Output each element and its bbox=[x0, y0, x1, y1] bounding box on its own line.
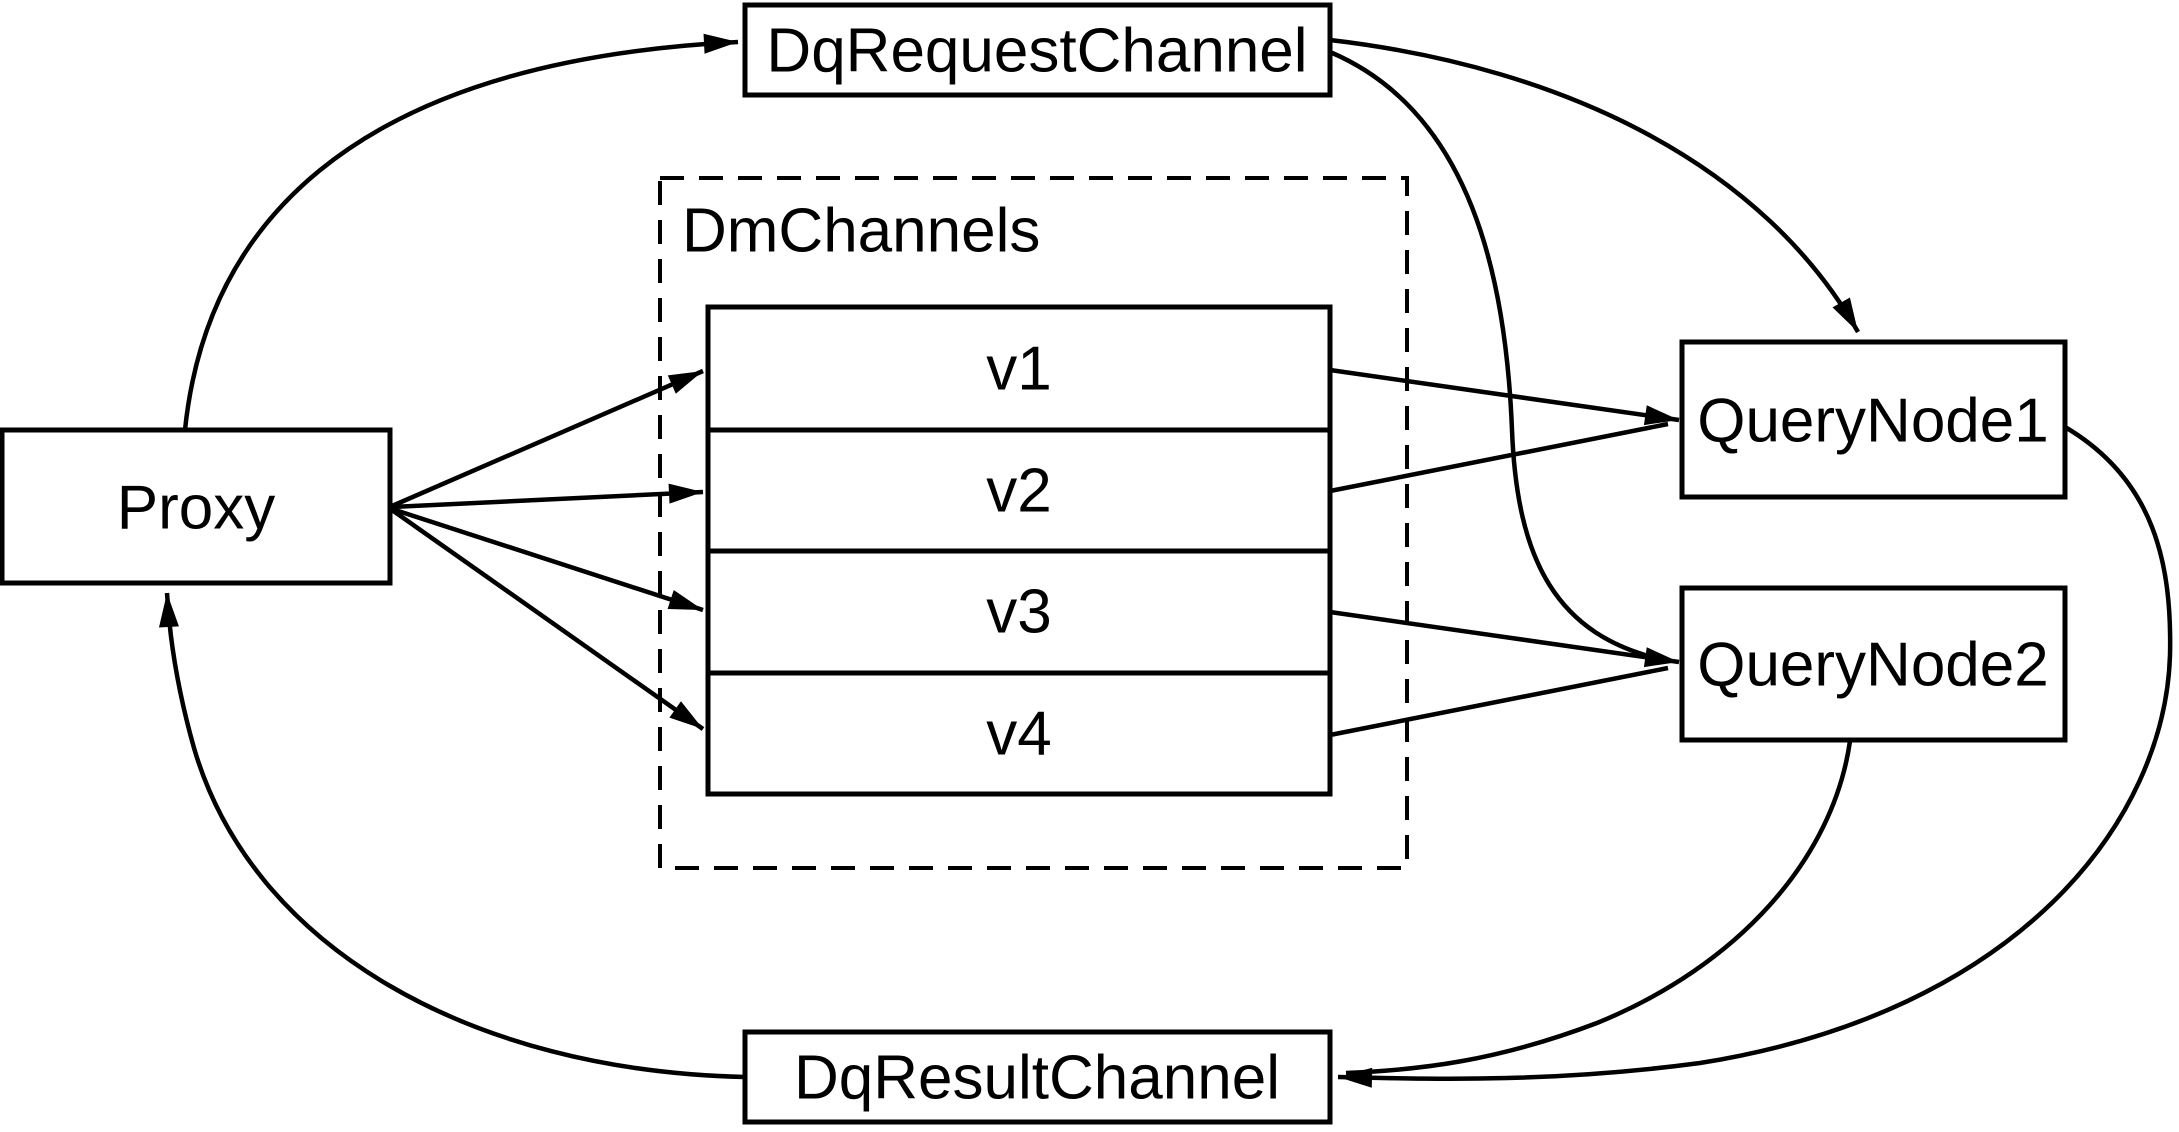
edge-dqresultchannel-to-proxy bbox=[158, 592, 746, 1080]
node-proxy bbox=[0, 427, 393, 586]
edge-querynode2-to-dqresultchannel bbox=[1345, 740, 1853, 1076]
node-querynode2 bbox=[1679, 585, 2068, 743]
node-v3-label: v3 bbox=[986, 578, 1051, 647]
edge-proxy-to-v4 bbox=[390, 508, 705, 731]
node-v1-label: v1 bbox=[986, 335, 1051, 404]
edge-proxy-to-v3 bbox=[391, 506, 704, 613]
node-dqrequestchannel bbox=[742, 2, 1333, 98]
node-querynode1-label: QueryNode1 bbox=[1697, 387, 2049, 456]
edge-querynode1-to-dqresultchannel bbox=[1337, 425, 2173, 1088]
node-proxy-label: Proxy bbox=[117, 474, 275, 543]
edge-v1-to-querynode1 bbox=[1329, 367, 1680, 426]
edge-v2-to-querynode1 bbox=[1329, 421, 1669, 494]
edge-v4-to-querynode2 bbox=[1329, 665, 1669, 738]
edge-dqrequestchannel-to-querynode2 bbox=[1329, 49, 1665, 663]
edge-proxy-to-dqrequestchannel bbox=[182, 33, 739, 431]
dmchannels-group-box bbox=[658, 176, 1409, 870]
edge-v3-to-querynode2 bbox=[1329, 609, 1680, 668]
node-querynode1 bbox=[1679, 339, 2068, 500]
edge-dqrequestchannel-to-querynode1 bbox=[1329, 37, 1860, 334]
node-dqresultchannel-label: DqResultChannel bbox=[794, 1044, 1280, 1113]
edge-proxy-to-v1 bbox=[391, 368, 704, 509]
node-dqrequestchannel-label: DqRequestChannel bbox=[766, 17, 1307, 86]
node-v4-label: v4 bbox=[986, 700, 1051, 769]
node-v2-label: v2 bbox=[986, 457, 1051, 526]
node-querynode2-label: QueryNode2 bbox=[1697, 631, 2049, 700]
node-dqresultchannel bbox=[742, 1029, 1333, 1125]
dmchannels-group-label: DmChannels bbox=[682, 197, 1040, 266]
edge-proxy-to-v2 bbox=[391, 483, 704, 510]
